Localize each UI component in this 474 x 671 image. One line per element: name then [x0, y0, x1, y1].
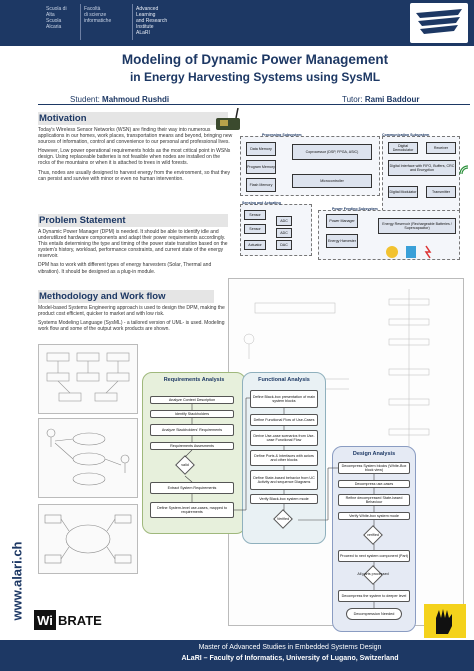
harvesting-label: Power Feeding Subsystem — [332, 207, 378, 211]
energy-reservoir-box: Energy Reservoir (Rechargeable Batteries… — [378, 218, 456, 234]
workflow-step: Decompress the system to deeper level — [338, 590, 410, 602]
methodology-text: Model-based Systems Engineering approach… — [38, 305, 225, 333]
harvest-sources-icon — [386, 245, 432, 259]
decision-label: valid — [181, 463, 189, 467]
decision-label: verified — [367, 533, 379, 537]
adc-box: ADC — [276, 216, 292, 226]
design-title: Design Analysis — [352, 451, 396, 457]
svg-text:Wi: Wi — [37, 613, 53, 628]
decision-label: Verified — [276, 517, 290, 521]
sensor-node-photo — [214, 107, 244, 134]
header-divider — [80, 4, 81, 40]
workflow-step: Proceed to next system component (Part) — [338, 550, 410, 562]
sensing-label: Sensing and Actuating — [242, 201, 281, 205]
problem-text: A Dynamic Power Manager (DPM) is needed.… — [38, 229, 228, 275]
architecture-diagram: Processing Subsystem Data Memory Program… — [216, 106, 470, 274]
workflow-step: Analyze Context Description — [150, 396, 234, 404]
data-memory-box: Data Memory — [246, 142, 276, 156]
dac-box: DAC — [276, 240, 292, 250]
student-line: Student: Mahmoud Rushdi — [70, 95, 170, 104]
workflow-step: Refine decompressed State-based Behaviou… — [338, 494, 410, 506]
workflow-step: Define State-based behavior from UC Acti… — [250, 470, 318, 490]
decision-label: Decompression Needed — [346, 608, 402, 620]
workflow-step: Define System-level use-cases, mapped to… — [150, 502, 234, 518]
program-memory-box: Program Memory — [246, 160, 276, 174]
decision-label: All parts processed — [357, 572, 389, 576]
flow-arrows — [184, 397, 375, 608]
methodology-heading: Methodology and Work flow — [38, 290, 214, 303]
motivation-heading: Motivation — [38, 112, 228, 125]
workflow-step: Verify White-box system mode — [338, 512, 410, 520]
processing-label: Processing Subsystem — [262, 133, 302, 137]
left-sidebar: www.alari.ch — [0, 46, 36, 671]
wireless-icon — [459, 165, 469, 175]
sensor-box-2: Sensor — [244, 224, 266, 234]
diagram-thumbnail — [38, 504, 138, 574]
header-divider — [132, 4, 133, 40]
requirements-title: Requirements Analysis — [163, 377, 225, 383]
energy-harvester-box: Energy Harvester — [326, 234, 358, 248]
workflow-step: Define Functional Flow of Use-Cases — [250, 414, 318, 426]
problem-heading: Problem Statement — [38, 214, 228, 227]
receiver-box: Receiver — [426, 142, 456, 154]
flash-memory-box: Flash Memory — [246, 178, 276, 192]
wibrate-logo: Wi BRATE — [34, 610, 102, 630]
workflow-step: Derive Use-case scenarios from Use-case … — [250, 430, 318, 446]
sensor-box-1: Sensor — [244, 210, 266, 220]
poster-title: Modeling of Dynamic Power Management — [121, 52, 389, 67]
diagram-thumbnail — [38, 344, 138, 414]
microcontroller-box: Microcontroller — [292, 174, 372, 188]
footer-program: Master of Advanced Studies in Embedded S… — [198, 644, 382, 651]
workflow-step: Requirements Assesments — [150, 442, 234, 450]
workflow-step: Identify Stackholders — [150, 410, 234, 418]
communication-label: Communication Subsystem — [382, 133, 430, 137]
footer-bar — [0, 640, 474, 671]
workflow-step: Analyze Stackholders' Requirements — [150, 424, 234, 436]
motivation-text: Today's Wireless Sensor Networks (WSN) a… — [38, 127, 233, 182]
functional-title: Functional Analysis — [258, 377, 310, 383]
svg-text:BRATE: BRATE — [58, 613, 102, 628]
workflow-step: Decompress use-cases — [338, 480, 410, 488]
coprocessor-box: Coprocessor (DSP, FPGA, ASIC) — [292, 144, 372, 160]
hand-sign-icon — [424, 604, 466, 638]
workflow-step: Extract System Requirements — [150, 482, 234, 494]
footer-institution: ALaRI – Faculty of Informatics, Universi… — [181, 655, 399, 662]
transmitter-box: Transmitter — [426, 186, 456, 198]
workflow-step: Define Black-box presentation of main sy… — [250, 390, 318, 408]
title-divider — [38, 104, 470, 105]
workflow-step: Decompress System blocks (White-Box bloc… — [338, 462, 410, 474]
power-manager-box: Power Manager — [326, 214, 358, 228]
actuator-box: Actuator — [244, 240, 266, 250]
modulator-box: Digital Modulator — [388, 186, 418, 198]
digital-interface-box: Digital Interface with FIFO, Buffers, CR… — [388, 160, 456, 176]
demodulator-box: Digital Demodulator — [388, 142, 418, 154]
diagram-thumbnail — [38, 418, 138, 498]
workflow-step: Define Ports & Interfaces with actors an… — [250, 450, 318, 466]
poster-subtitle: in Energy Harvesting Systems using SysML — [129, 70, 381, 84]
university-logo-icon — [416, 9, 462, 34]
adc-box-2: ADC — [276, 228, 292, 238]
workflow-step: Verify Black-box system mode — [250, 494, 318, 504]
tutor-line: Tutor: Rami Baddour — [342, 95, 420, 104]
university-logo — [410, 3, 468, 43]
